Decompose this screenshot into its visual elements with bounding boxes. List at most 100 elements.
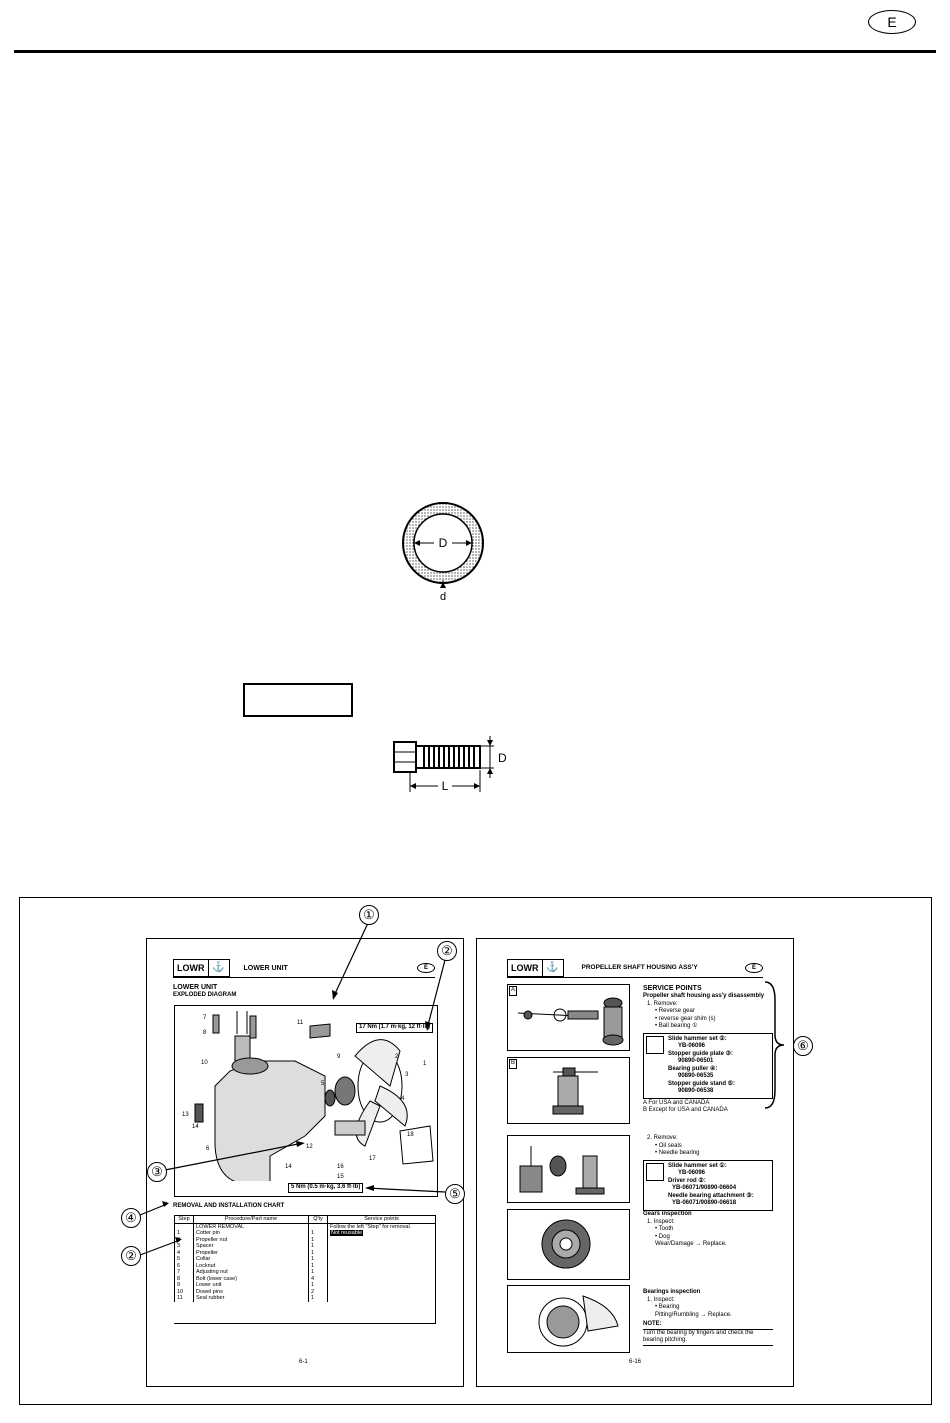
col-qty: Q'ty xyxy=(308,1216,328,1224)
note-text: Turn the bearing by fingers and check th… xyxy=(643,1330,773,1346)
exploded-diagram: 17 Nm (1.7 m·kg, 12 ft·lb) 5 Nm (0.5 m·k… xyxy=(174,1005,438,1197)
service-points-brace xyxy=(764,981,785,1109)
part-number: 3 xyxy=(405,1072,409,1078)
step1-item: • reverse gear shim (s) xyxy=(655,1015,716,1022)
bearings-inspection-block: Bearings inspection 1. Inspect: • Bearin… xyxy=(643,1289,773,1346)
part-number: 12 xyxy=(306,1144,313,1150)
part-number: 11 xyxy=(297,1020,304,1026)
left-page-title: LOWER UNIT xyxy=(173,984,218,991)
section-row: LOWER REMOVAL xyxy=(193,1223,309,1230)
sample-pages-frame xyxy=(19,897,932,1405)
col-service-points: Service points xyxy=(327,1216,435,1224)
callout-5: ⑤ xyxy=(445,1184,465,1204)
figure-box-gear xyxy=(507,1209,630,1280)
part-number: 6 xyxy=(206,1146,210,1152)
header-rule xyxy=(14,50,936,53)
bearing-removal-drawing-a xyxy=(517,997,624,1046)
part-number: 9 xyxy=(337,1054,341,1060)
gears-title: Gears inspection xyxy=(643,1211,692,1217)
oil-seal-block: 2. Remove: • Oil seals • Needle bearing … xyxy=(643,1135,773,1211)
lowr-logo: LOWR⚓ xyxy=(507,959,564,977)
left-page-number: 6-1 xyxy=(299,1359,308,1365)
part-number: 1 xyxy=(423,1061,427,1067)
torque-spec-bottom: 5 Nm (0.5 m·kg, 3.6 ft·lb) xyxy=(288,1183,364,1193)
box-label-b: B xyxy=(509,1059,518,1069)
callout-3: ③ xyxy=(147,1162,167,1182)
part-number: 5 xyxy=(321,1081,325,1087)
right-page-header: LOWR⚓ PROPELLER SHAFT HOUSING ASS'Y E xyxy=(507,959,763,978)
col-step: Step xyxy=(174,1216,194,1224)
note-b: B Except for USA and CANADA xyxy=(643,1107,728,1113)
bearing-removal-drawing-b xyxy=(552,1067,598,1115)
callout-6: ⑥ xyxy=(793,1036,813,1056)
gears-inspection-block: Gears inspection 1. Inspect: • Tooth • D… xyxy=(643,1211,773,1249)
follow-note: Follow the left "Step" for removal. xyxy=(327,1223,435,1230)
figure-box-b: B xyxy=(507,1057,630,1124)
disassembly-title: Propeller shaft housing ass'y disassembl… xyxy=(643,993,765,999)
blank-label-box xyxy=(243,683,353,717)
part-number: 10 xyxy=(201,1060,208,1066)
service-points-block: SERVICE POINTS Propeller shaft housing a… xyxy=(643,984,773,1115)
callout-1: ① xyxy=(359,905,379,925)
part-number: 14 xyxy=(285,1164,292,1170)
special-tool-icon xyxy=(646,1162,664,1181)
part-number: 2 xyxy=(395,1054,399,1060)
right-language-badge: E xyxy=(745,963,763,973)
part-number: 7 xyxy=(203,1015,207,1021)
callout-4: ④ xyxy=(121,1208,141,1228)
chart-title: REMOVAL AND INSTALLATION CHART xyxy=(173,1203,285,1209)
part-number: 15 xyxy=(337,1174,344,1180)
oil-seal-removal-drawing xyxy=(519,1146,605,1195)
note-a: A For USA and CANADA xyxy=(643,1099,710,1106)
figure-box-bearing xyxy=(507,1285,630,1353)
part-number: 13 xyxy=(182,1112,189,1118)
figure-box-a: A xyxy=(507,984,630,1051)
left-language-badge: E xyxy=(417,963,435,973)
removal-chart: Step Procedure/Part name Q'ty Service po… xyxy=(174,1215,436,1324)
step1-item: • Ball bearing ① xyxy=(655,1023,698,1029)
special-tools-box-2: Slide hammer set ①: YB-06096 Driver rod … xyxy=(643,1159,773,1211)
table-row: LOWER REMOVAL Follow the left "Step" for… xyxy=(174,1223,435,1230)
right-page-number: 6-16 xyxy=(629,1359,642,1365)
ring-thickness-label: d xyxy=(440,591,446,603)
special-tools-box-1: Slide hammer set ②: YB-06096 Stopper gui… xyxy=(643,1032,773,1099)
lower-unit-drawing xyxy=(194,1011,434,1181)
language-badge: E xyxy=(868,10,916,34)
step1-item: • Reverse gear xyxy=(655,1008,695,1014)
propeller-icon: ⚓ xyxy=(541,960,563,976)
propeller-icon: ⚓ xyxy=(207,960,229,976)
left-page-subtitle: EXPLODED DIAGRAM xyxy=(173,992,237,998)
torque-spec-top: 17 Nm (1.7 m·kg, 12 ft·lb) xyxy=(355,1023,433,1033)
bolt-figure: D L xyxy=(393,736,507,793)
bolt-length-label: L xyxy=(442,779,449,793)
step-2: 2. Remove: xyxy=(647,1135,678,1141)
part-number: 16 xyxy=(337,1164,344,1170)
right-sample-page: LOWR⚓ PROPELLER SHAFT HOUSING ASS'Y E A … xyxy=(476,938,794,1387)
col-procedure: Procedure/Part name xyxy=(193,1216,309,1224)
bolt-diameter-label: D xyxy=(498,751,507,765)
special-tool-icon xyxy=(646,1035,664,1054)
note-label: NOTE: xyxy=(643,1321,773,1330)
part-number: 4 xyxy=(401,1096,405,1102)
lowr-logo: LOWR⚓ xyxy=(173,959,230,977)
right-header-title: PROPELLER SHAFT HOUSING ASS'Y xyxy=(581,964,698,972)
part-number: 8 xyxy=(203,1030,207,1036)
part-number: 17 xyxy=(369,1156,376,1162)
part-number: 14 xyxy=(192,1124,199,1130)
bearing-inspection-drawing xyxy=(538,1295,619,1347)
callout-2-top: ② xyxy=(437,941,457,961)
box-label-a: A xyxy=(509,986,518,996)
ring-inner-label: D xyxy=(439,536,448,550)
bearings-title: Bearings inspection xyxy=(643,1289,701,1295)
